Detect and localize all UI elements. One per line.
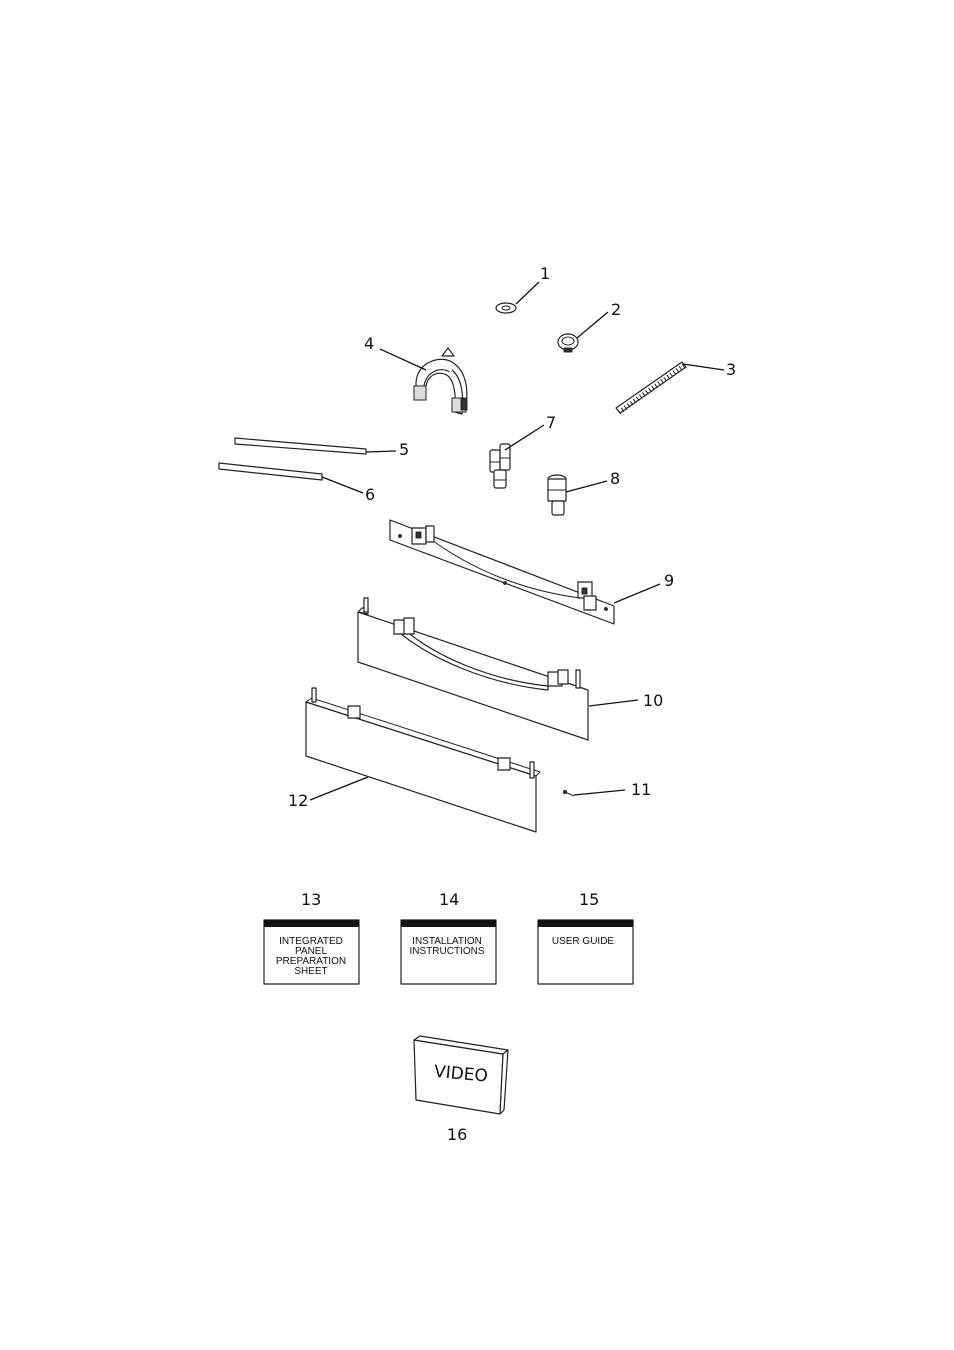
part-5-strip: 5: [235, 438, 409, 459]
part-9-bracket-plate: 9: [390, 520, 674, 624]
callout-1: 1: [540, 264, 550, 283]
callout-13: 13: [301, 890, 321, 909]
part-4-hose-guide: 4: [364, 334, 467, 414]
callout-3: 3: [726, 360, 736, 379]
callout-10: 10: [643, 691, 663, 710]
booklet-15-line-1: USER GUIDE: [552, 936, 615, 947]
callout-16: 16: [447, 1125, 467, 1144]
booklet-13-line-4: SHEET: [294, 966, 327, 977]
part-3-ribbed-strip: 3: [616, 360, 736, 414]
callout-9: 9: [664, 571, 674, 590]
part-11-screw: 11: [563, 780, 651, 799]
callout-14: 14: [439, 890, 459, 909]
booklet-13: 13 INTEGRATED PANEL PREPARATION SHEET: [264, 890, 359, 984]
callout-6: 6: [365, 485, 375, 504]
booklet-14-line-2: INSTRUCTIONS: [410, 946, 485, 957]
callout-7: 7: [546, 413, 556, 432]
booklet-14: 14 INSTALLATION INSTRUCTIONS: [401, 890, 496, 984]
callout-11: 11: [631, 780, 651, 799]
callout-12: 12: [288, 791, 308, 810]
callout-8: 8: [610, 469, 620, 488]
part-10-drawer-front: 10: [358, 598, 663, 740]
callout-4: 4: [364, 334, 374, 353]
callout-15: 15: [579, 890, 599, 909]
booklet-15: 15 USER GUIDE: [538, 890, 633, 984]
part-8-connector: 8: [548, 469, 620, 515]
part-2-hose-clamp: 2: [558, 300, 621, 352]
callout-2: 2: [611, 300, 621, 319]
video-box: VIDEO 16: [414, 1036, 508, 1144]
part-1-washer: 1: [496, 264, 550, 313]
callout-5: 5: [399, 440, 409, 459]
part-7-y-connector: 7: [490, 413, 556, 488]
part-6-strip: 6: [219, 463, 375, 504]
